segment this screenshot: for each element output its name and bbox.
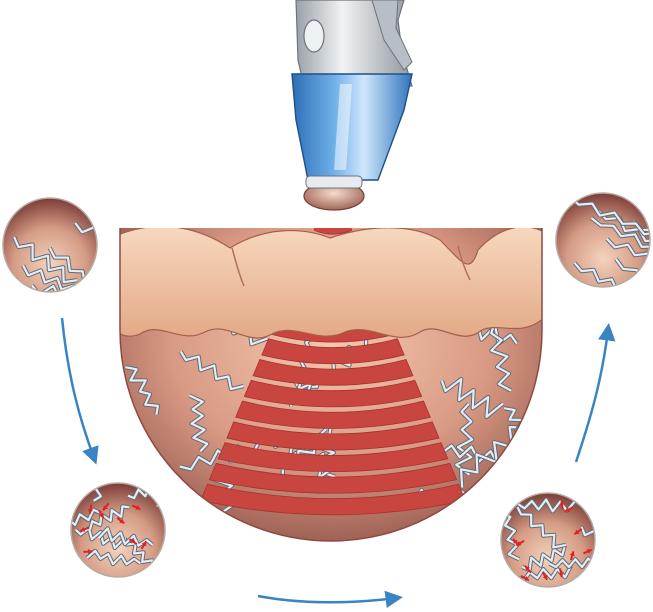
handpiece-button xyxy=(304,20,324,52)
collagen-stage-4 xyxy=(556,193,653,336)
up-arrow-icon xyxy=(576,330,608,462)
collagen-fiber xyxy=(583,284,653,336)
collagen-stage-2 xyxy=(47,450,190,578)
collagen-stage-3 xyxy=(499,493,634,587)
handpiece-icon xyxy=(292,0,412,210)
energy-wave-band xyxy=(314,214,352,234)
down-arrow-icon xyxy=(62,318,94,458)
handpiece-collar xyxy=(306,176,362,188)
skin-cross-section xyxy=(99,214,544,568)
collagen-fiber-highlight xyxy=(583,284,653,336)
right-arrow-icon xyxy=(258,596,396,602)
handpiece-blue-grip xyxy=(292,74,412,180)
